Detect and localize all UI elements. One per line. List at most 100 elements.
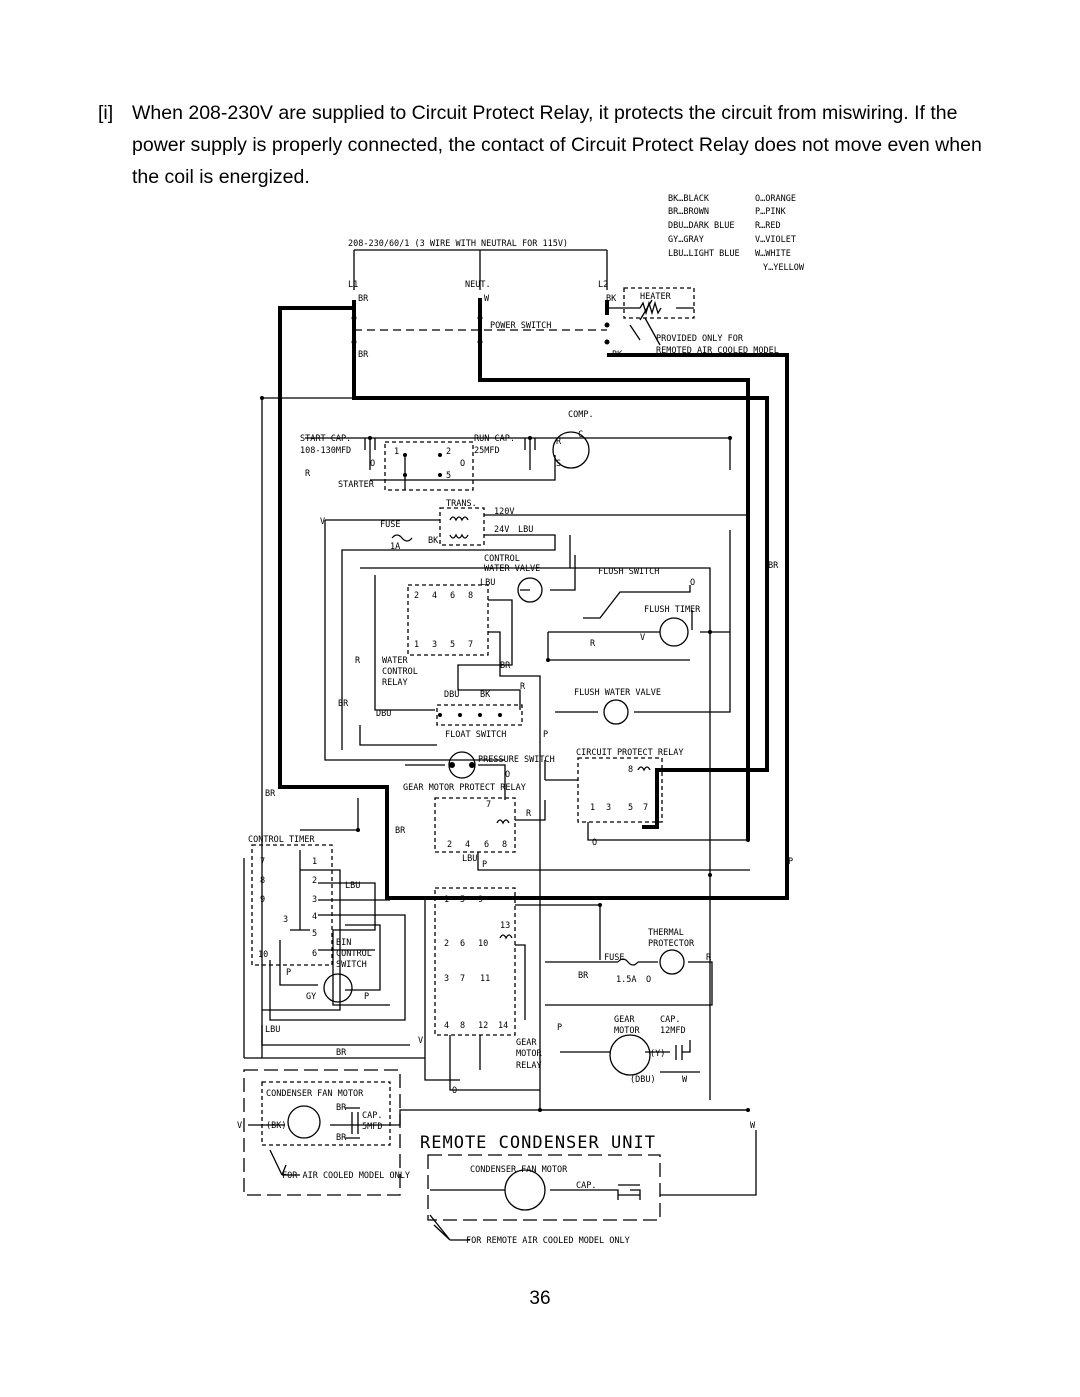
wire-code-lbu: LBU xyxy=(518,525,533,535)
wire-code-br: BR xyxy=(768,561,779,571)
wcr-terminal-6: 6 xyxy=(450,591,455,601)
wire-code-r: R xyxy=(520,682,526,692)
gear-motor-protect-relay-label: GEAR MOTOR PROTECT RELAY xyxy=(403,783,526,793)
wire-code-p: P xyxy=(286,968,291,978)
wire-code-br: BR xyxy=(338,699,349,709)
cpr-terminal-1: 1 xyxy=(590,803,595,813)
wire-code-br: BR xyxy=(358,350,369,360)
control-timer-label: CONTROL TIMER xyxy=(248,835,315,845)
instruction-paragraph: [i] When 208-230V are supplied to Circui… xyxy=(98,97,998,193)
start-cap-label: START CAP. xyxy=(300,434,351,444)
ct-terminal-2: 2 xyxy=(312,876,317,886)
gear-cap-label: CAP. xyxy=(660,1015,680,1025)
wcr-terminal-1: 1 xyxy=(414,640,419,650)
wire-code-r: R xyxy=(526,809,532,819)
legend-white: W…WHITE xyxy=(755,249,791,259)
wire-code-dbu: DBU xyxy=(376,709,391,719)
gmr-terminal-9: 9 xyxy=(478,895,483,905)
gear-cap-value: 12MFD xyxy=(660,1026,686,1036)
gmr-terminal-12: 12 xyxy=(478,1021,488,1031)
provided-label-2: REMOTED AIR COOLED MODEL xyxy=(656,346,779,356)
wcr-terminal-8: 8 xyxy=(468,591,473,601)
cpr-terminal-7: 7 xyxy=(643,803,648,813)
remote-cap-label: CAP. xyxy=(576,1181,596,1191)
bin-control-switch-label-1: BIN xyxy=(336,938,351,948)
flush-switch-label: FLUSH SWITCH xyxy=(598,567,659,577)
trans-label: TRANS. xyxy=(446,499,477,509)
bin-control-switch-symbol xyxy=(323,973,353,1003)
gmr-terminal-3: 3 xyxy=(444,974,449,984)
start-cap-value: 108-130MFD xyxy=(300,446,351,456)
wcr-terminal-3: 3 xyxy=(432,640,437,650)
page-number: 36 xyxy=(529,1288,551,1309)
water-control-relay-label-1: WATER xyxy=(382,656,408,666)
gmpr-terminal-4: 4 xyxy=(465,840,470,850)
fuse-label-2: FUSE xyxy=(604,953,624,963)
wire-code-lbu: LBU xyxy=(480,578,495,588)
gmpr-terminal-7: 7 xyxy=(486,800,491,810)
wire-code-br: BR xyxy=(336,1133,347,1143)
provided-label-1: PROVIDED ONLY FOR xyxy=(656,334,744,344)
legend-yellow: Y…YELLOW xyxy=(763,263,805,273)
cpr-terminal-3: 3 xyxy=(606,803,611,813)
water-control-relay-label-2: CONTROL xyxy=(382,667,418,677)
remote-condenser-unit-title: REMOTE CONDENSER UNIT xyxy=(420,1133,656,1153)
heater-label: HEATER xyxy=(640,292,672,302)
for-air-cooled-label: FOR AIR COOLED MODEL ONLY xyxy=(282,1171,410,1181)
wire-code-p: P xyxy=(482,860,487,870)
gear-motor-relay-label-3: RELAY xyxy=(516,1061,542,1071)
wire-code-br: BR xyxy=(265,789,276,799)
remote-fan-motor-label: CONDENSER FAN MOTOR xyxy=(470,1165,568,1175)
condenser-fan-motor-symbol xyxy=(287,1105,321,1139)
gear-motor-label-2: MOTOR xyxy=(614,1026,640,1036)
control-water-valve-label-2: WATER VALVE xyxy=(484,564,540,574)
wire-code-dbu: DBU xyxy=(444,690,459,700)
comp-terminal-c: C xyxy=(578,430,583,440)
wcr-terminal-2: 2 xyxy=(414,591,419,601)
l2-label: L2 xyxy=(598,280,608,290)
ct-terminal-1: 1 xyxy=(312,857,317,867)
fuse-rating-1a: 1A xyxy=(390,542,400,552)
wire-code-r: R xyxy=(355,656,361,666)
ct-terminal-3: 3 xyxy=(312,895,317,905)
gear-motor-relay-label-2: MOTOR xyxy=(516,1049,542,1059)
wire-code-p: P xyxy=(364,992,369,1002)
diagram-labels: BK…BLACK O…ORANGE BR…BROWN P…PINK DBU…DA… xyxy=(237,194,805,1246)
wire-code-lbu: LBU xyxy=(462,854,477,864)
gmpr-terminal-2: 2 xyxy=(447,840,452,850)
starter-label: STARTER xyxy=(338,480,375,490)
paragraph-text: When 208-230V are supplied to Circuit Pr… xyxy=(132,102,982,188)
wire-code-bk: BK xyxy=(612,350,623,360)
cpr-terminal-8: 8 xyxy=(628,765,633,775)
legend-black: BK…BLACK xyxy=(668,194,710,204)
gmr-terminal-11: 11 xyxy=(480,974,490,984)
gmr-terminal-5: 5 xyxy=(460,895,465,905)
thermal-protector-symbol xyxy=(659,949,685,975)
cap-label: CAP. xyxy=(362,1111,382,1121)
comp-terminal-r: R xyxy=(556,437,562,447)
terminal-dots xyxy=(260,315,750,1112)
comp-label: COMP. xyxy=(568,410,594,420)
legend-dark-blue: DBU…DARK BLUE xyxy=(668,221,735,231)
remote-fan-motor-symbol xyxy=(504,1169,546,1211)
run-cap-label: RUN CAP. xyxy=(474,434,515,444)
wire-code-v: V xyxy=(640,633,645,643)
supply-label: 208-230/60/1 (3 WIRE WITH NEUTRAL FOR 11… xyxy=(348,239,568,249)
neutral-label: NEUT. xyxy=(465,280,491,290)
wire-code-v: V xyxy=(237,1121,242,1131)
compressor-symbol xyxy=(552,431,590,469)
gear-motor-relay-label-1: GEAR xyxy=(516,1038,537,1048)
run-cap-value: 25MFD xyxy=(474,446,500,456)
wire-code-bk: (BK) xyxy=(266,1121,286,1131)
control-water-valve-label-1: CONTROL xyxy=(484,554,520,564)
wire-code-br: BR xyxy=(336,1048,347,1058)
wire-code-w: W xyxy=(750,1121,756,1131)
wire-code-lbu: LBU xyxy=(265,1025,280,1035)
wire-code-o: O xyxy=(460,459,465,469)
wire-code-r: R xyxy=(305,469,311,479)
wire-code-v: V xyxy=(320,517,325,527)
thermal-protector-label-2: PROTECTOR xyxy=(648,939,695,949)
paragraph-marker: [i] xyxy=(98,102,114,124)
wire-code-v: V xyxy=(418,1036,423,1046)
